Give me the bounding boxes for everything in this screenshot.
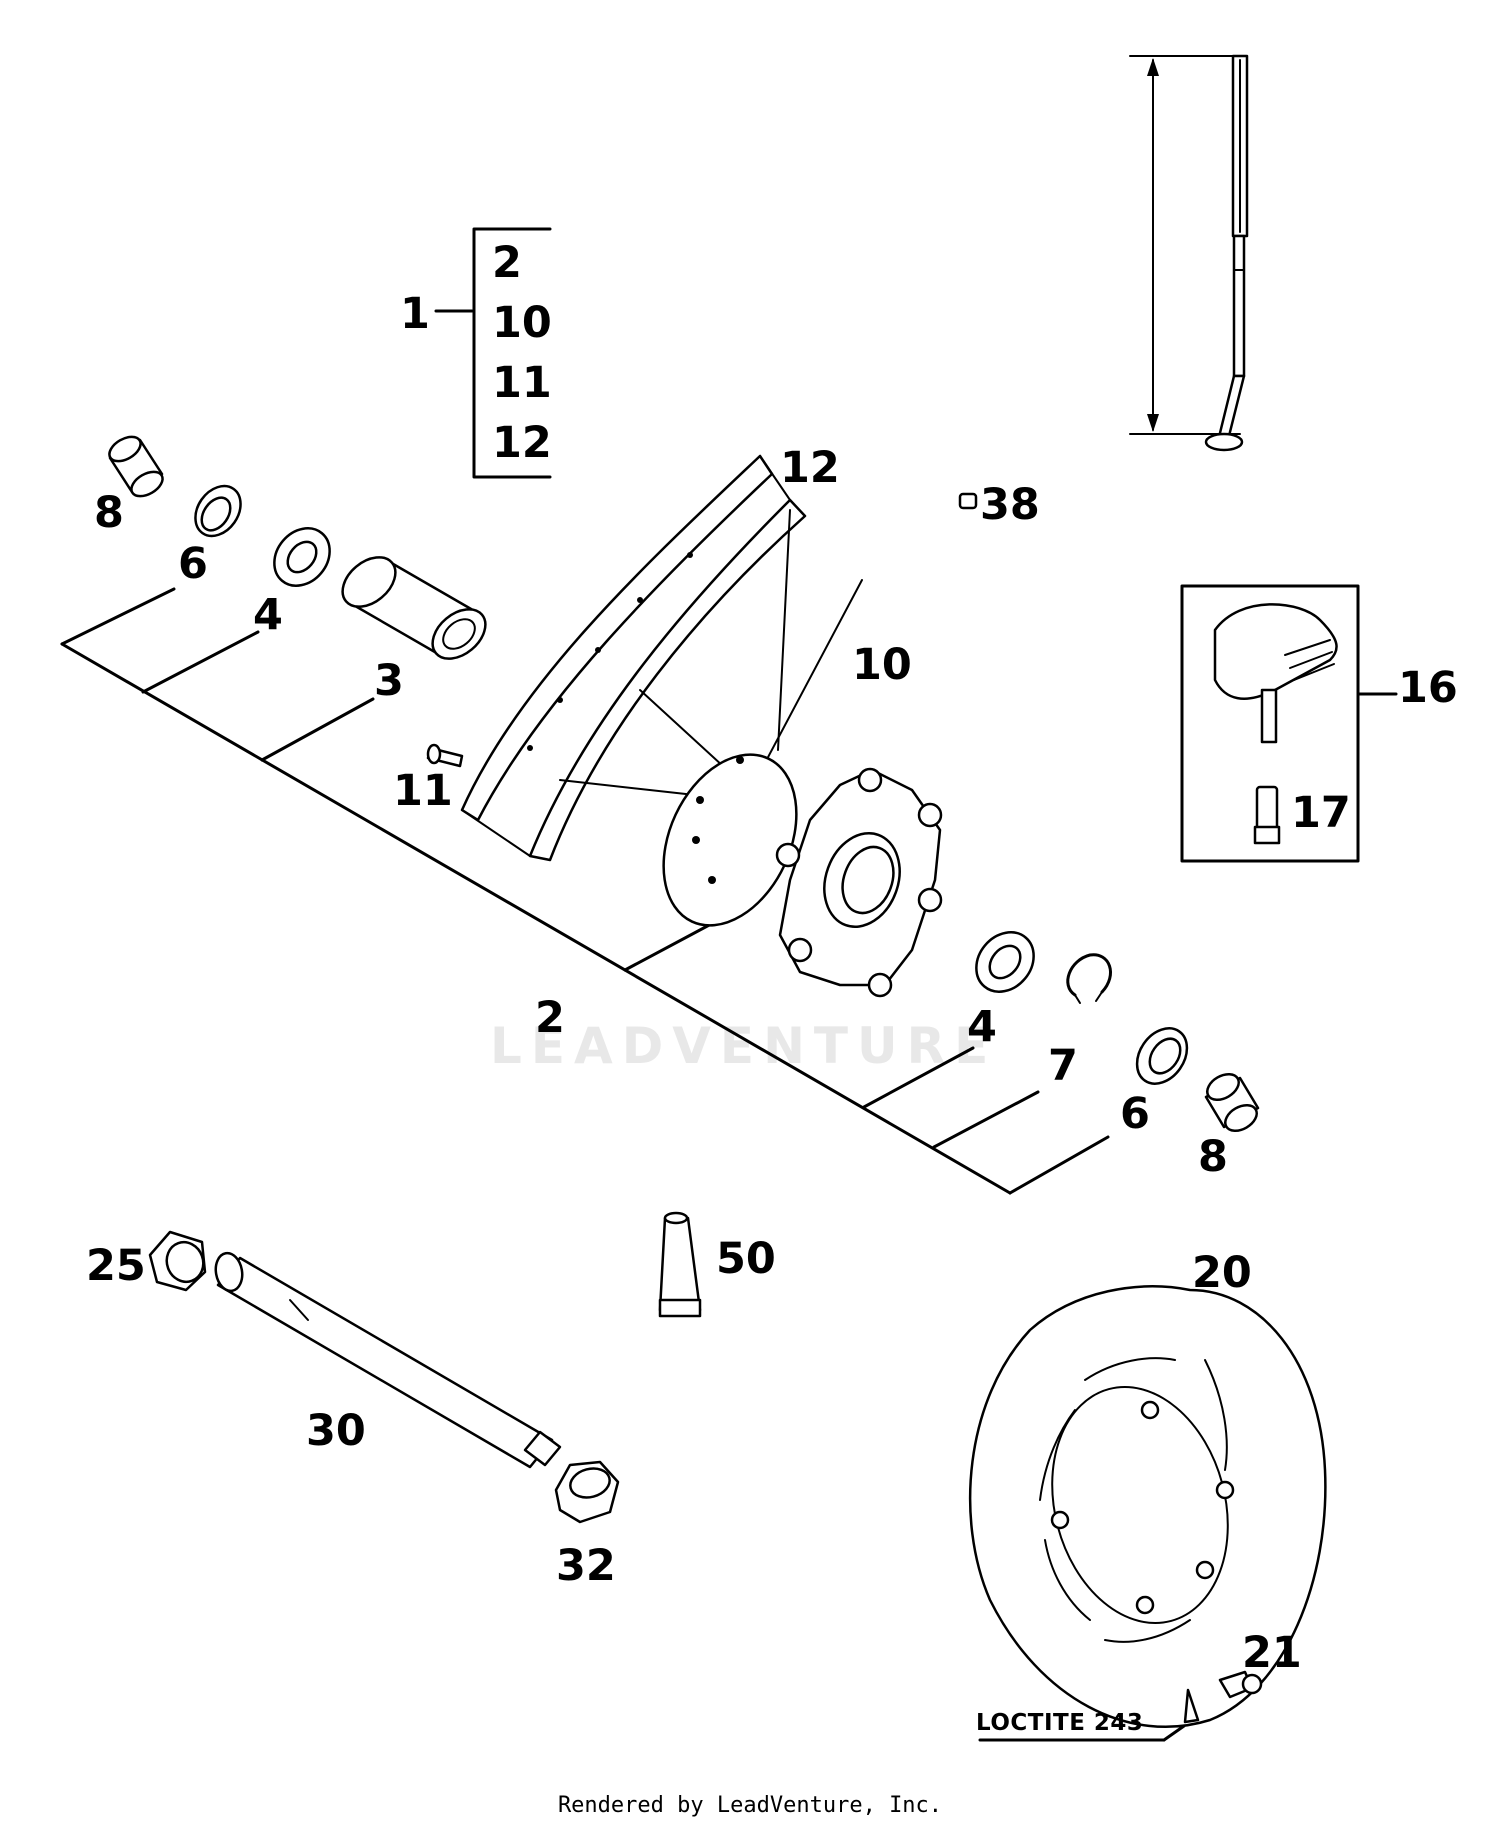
loctite-note: LOCTITE 243 bbox=[976, 1710, 1144, 1736]
callout-38: 38 bbox=[980, 480, 1040, 530]
footer-credit: Rendered by LeadVenture, Inc. bbox=[557, 1793, 943, 1818]
callout-8-right: 8 bbox=[1198, 1132, 1228, 1182]
kit-item-2: 2 bbox=[492, 238, 522, 288]
disc-bolt-part bbox=[1183, 1670, 1263, 1724]
callout-50: 50 bbox=[716, 1234, 776, 1284]
kit-item-11: 11 bbox=[492, 358, 552, 408]
spacer-tube-part bbox=[341, 556, 487, 660]
callout-6-right: 6 bbox=[1120, 1089, 1150, 1139]
watermark-text: LEADVENTURE bbox=[490, 1017, 998, 1075]
callout-4-right: 4 bbox=[967, 1002, 997, 1052]
spacer-part-right bbox=[1204, 1072, 1260, 1133]
spoke-length-dimension bbox=[1129, 55, 1241, 435]
circlip-part bbox=[1066, 953, 1112, 1004]
callout-17: 17 bbox=[1291, 788, 1351, 838]
tube-valve-inset-box bbox=[1180, 584, 1398, 863]
callout-16: 16 bbox=[1398, 663, 1458, 713]
callout-30: 30 bbox=[306, 1406, 366, 1456]
callout-8-left: 8 bbox=[94, 488, 124, 538]
thread-locker-bottle-part bbox=[658, 1211, 702, 1318]
seal-part-left bbox=[194, 484, 242, 538]
spoke-nipple-part bbox=[426, 743, 464, 768]
axle-nut-part-right bbox=[554, 1460, 620, 1524]
rim-part bbox=[460, 454, 807, 862]
spoke-part-image bbox=[1204, 54, 1249, 452]
callout-4-left: 4 bbox=[253, 590, 283, 640]
plug-part bbox=[958, 492, 978, 510]
axle-nut-part bbox=[148, 1230, 207, 1292]
callout-25: 25 bbox=[86, 1241, 146, 1291]
bearing-part-left bbox=[273, 527, 331, 587]
callout-11: 11 bbox=[393, 766, 453, 816]
loctite-leader bbox=[978, 1724, 1186, 1742]
hub-part bbox=[662, 753, 943, 998]
kit-bracket bbox=[434, 227, 552, 479]
kit-item-10: 10 bbox=[492, 298, 552, 348]
callout-32: 32 bbox=[556, 1541, 616, 1591]
seal-part-right bbox=[1135, 1027, 1189, 1085]
callout-2: 2 bbox=[535, 993, 565, 1043]
callout-20: 20 bbox=[1192, 1248, 1252, 1298]
hub-assembly-leader-lines bbox=[60, 587, 1110, 1195]
axle-part bbox=[214, 1251, 562, 1469]
callout-1-complete-wheel: 1 bbox=[400, 289, 430, 339]
callout-7: 7 bbox=[1048, 1041, 1078, 1091]
callout-6-left: 6 bbox=[178, 539, 208, 589]
callout-12: 12 bbox=[780, 443, 840, 493]
brake-disc-part bbox=[968, 1285, 1327, 1728]
spacer-part-left bbox=[108, 435, 164, 498]
callout-10: 10 bbox=[852, 640, 912, 690]
spokes-part bbox=[559, 509, 863, 811]
callout-21: 21 bbox=[1242, 1628, 1302, 1678]
bearing-part-right bbox=[975, 931, 1035, 993]
kit-item-12: 12 bbox=[492, 418, 552, 468]
callout-3: 3 bbox=[374, 656, 404, 706]
